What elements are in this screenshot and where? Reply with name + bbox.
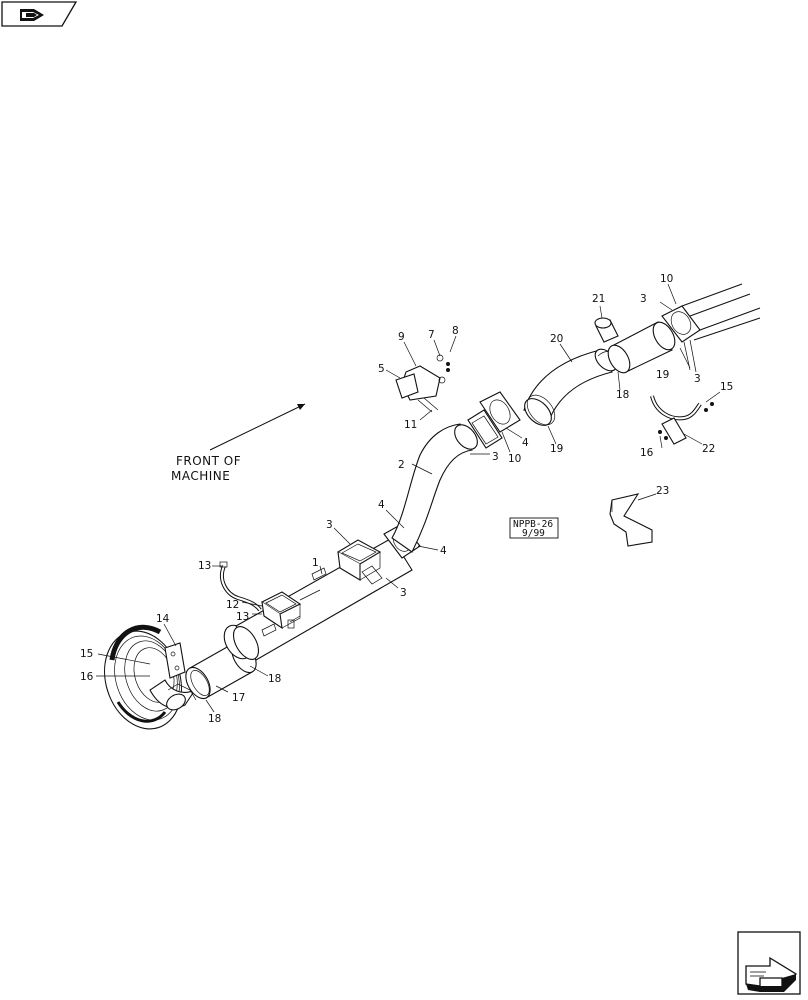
duct-outlet-upper (681, 283, 761, 341)
next-page-arrow-icon (745, 956, 798, 992)
callout-18-lower: 18 (208, 713, 221, 725)
elbow-20 (523, 348, 618, 426)
callout-16-left: 16 (80, 671, 94, 683)
front-label-line2: MACHINE (171, 469, 230, 483)
callout-3-lower: 3 (400, 587, 407, 599)
callout-19-right: 19 (656, 369, 669, 381)
next-page-button[interactable] (737, 931, 801, 995)
callout-15-left: 15 (80, 648, 93, 660)
hose-15-bracket-22 (650, 395, 714, 445)
callout-23: 23 (656, 485, 669, 497)
callout-4-lower: 4 (378, 499, 385, 511)
callout-17: 17 (232, 692, 245, 704)
callout-3-mid: 3 (326, 519, 333, 531)
callout-15-right: 15 (720, 381, 733, 393)
bracket-assembly-5-9 (395, 354, 450, 413)
callout-10-upper: 10 (660, 273, 673, 285)
flange-upper-10 (467, 391, 521, 449)
callout-13-lower: 13 (236, 611, 249, 623)
callout-20: 20 (550, 333, 563, 345)
callout-3-right: 3 (640, 293, 647, 305)
callout-7: 7 (428, 329, 435, 341)
square-adapter-mid (336, 539, 383, 585)
callout-22: 22 (702, 443, 715, 455)
callout-14: 14 (156, 613, 170, 625)
tube-18-upper (607, 321, 676, 374)
hose-13 (219, 561, 262, 612)
clamp-18-left (190, 670, 210, 696)
stamp-line2: 9/99 (522, 528, 545, 539)
callouts: 1 2 3 3 3 3 3 4 4 4 5 7 8 9 10 10 11 12 … (80, 273, 733, 725)
square-adapter-left (260, 591, 302, 630)
front-label-line1: FRONT OF (176, 454, 241, 468)
stamp-line1: NPPB-26 (513, 519, 553, 530)
callout-16-right: 16 (640, 447, 654, 459)
callout-18-mid: 18 (268, 673, 281, 685)
callout-21: 21 (592, 293, 605, 305)
leader-lines (96, 283, 721, 713)
clamp-19 (526, 394, 556, 426)
callout-12: 12 (226, 599, 239, 611)
callout-2: 2 (398, 459, 405, 471)
riser-pipe-2 (391, 423, 478, 553)
fan-housing (104, 624, 182, 730)
callout-19-mid: 19 (550, 443, 563, 455)
front-of-machine-arrow (209, 403, 306, 451)
callout-4-right: 4 (440, 545, 447, 557)
callout-3-upper: 3 (492, 451, 499, 463)
callout-9: 9 (398, 331, 405, 343)
callout-10-mid: 10 (508, 453, 521, 465)
callout-5: 5 (378, 363, 385, 375)
callout-3-right-low: 3 (694, 373, 701, 385)
book-return-icon (20, 9, 44, 21)
callout-1: 1 (312, 557, 319, 569)
main-duct-lower (232, 537, 413, 661)
callout-18-upper: 18 (616, 389, 629, 401)
callout-13-upper: 13 (198, 560, 211, 572)
cap-21 (594, 317, 619, 343)
callout-11: 11 (404, 419, 417, 431)
back-to-index-button[interactable] (1, 1, 78, 27)
drawing-reference-stamp: NPPB-26 9/99 (509, 517, 559, 539)
bracket-23 (609, 493, 653, 547)
callout-8: 8 (452, 325, 459, 337)
callout-4-upper: 4 (522, 437, 529, 449)
